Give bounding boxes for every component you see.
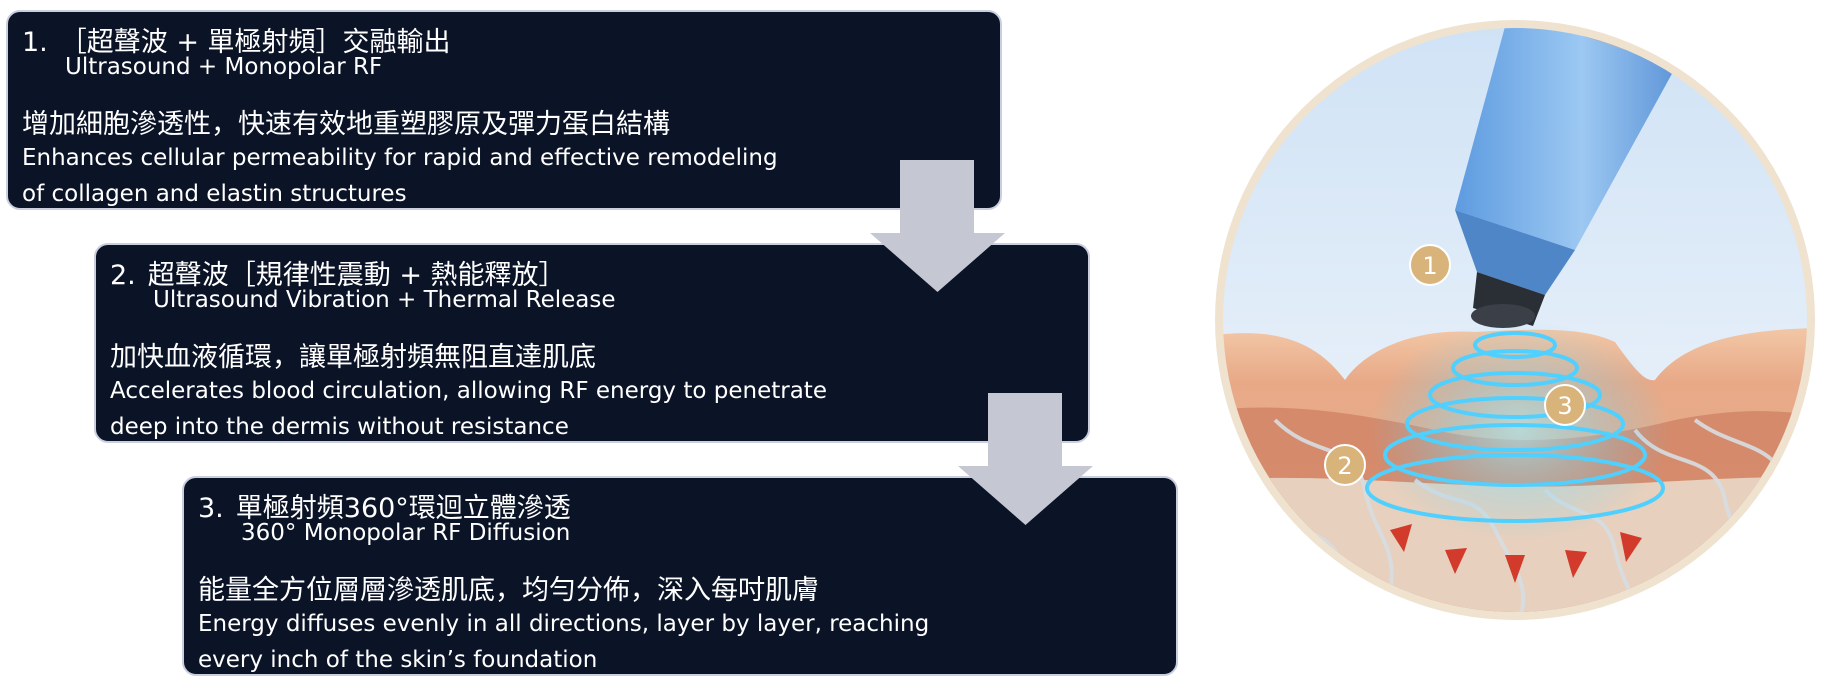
step-2-desc-en: Accelerates blood circulation, allowing … (110, 373, 970, 445)
step-2-desc-en-line1: Accelerates blood circulation, allowing … (110, 378, 827, 404)
down-arrow-icon (870, 160, 1005, 292)
step-1-number: 1. (22, 27, 48, 58)
marker-1: 1 (1409, 244, 1451, 286)
energy-arrows (1390, 524, 1642, 583)
step-1-desc-en-line1: Enhances cellular permeability for rapid… (22, 145, 778, 171)
step-2-desc-en-line2: deep into the dermis without resistance (110, 414, 569, 440)
marker-2: 2 (1324, 444, 1366, 486)
step-1-desc-en-line2: of collagen and elastin structures (22, 181, 407, 207)
svg-text:2: 2 (1337, 452, 1352, 480)
step-1-box: 1. ［超聲波 + 單極射頻］交融輸出 Ultrasound + Monopola… (6, 10, 1002, 210)
step-1-desc-en: Enhances cellular permeability for rapid… (22, 140, 882, 212)
step-2-title-zh: 超聲波［規律性震動 + 熱能釋放］ (147, 260, 566, 291)
step-1-desc-zh: 增加細胞滲透性，快速有效地重塑膠原及彈力蛋白結構 (22, 109, 670, 140)
step-3-number: 3. (198, 493, 224, 524)
energy-rings (1365, 331, 1665, 523)
step-2-box: 2. 超聲波［規律性震動 + 熱能釋放］ Ultrasound Vibration… (94, 243, 1090, 443)
step-3-title-zh: 單極射頻360°環迴立體滲透 (235, 493, 571, 524)
step-3-title-en: 360° Monopolar RF Diffusion (241, 520, 571, 546)
step-3-title: 3. 單極射頻360°環迴立體滲透 (198, 486, 571, 525)
skin-treatment-illustration: 1 2 3 (1215, 20, 1815, 620)
step-2-number: 2. (110, 260, 136, 291)
svg-text:3: 3 (1557, 392, 1572, 420)
step-2-title: 2. 超聲波［規律性震動 + 熱能釋放］ (110, 253, 566, 292)
step-2-desc-zh: 加快血液循環，讓單極射頻無阻直達肌底 (110, 342, 596, 373)
step-1-title-zh: ［超聲波 + 單極射頻］交融輸出 (59, 27, 451, 58)
step-2-title-en: Ultrasound Vibration + Thermal Release (153, 287, 616, 313)
step-1-title: 1. ［超聲波 + 單極射頻］交融輸出 (22, 20, 451, 59)
svg-text:1: 1 (1422, 252, 1437, 280)
step-3-desc-en: Energy diffuses evenly in all directions… (198, 606, 1058, 678)
step-3-desc-en-line2: every inch of the skin’s foundation (198, 647, 598, 673)
step-3-desc-zh: 能量全方位層層滲透肌底，均勻分佈，深入每吋肌膚 (198, 575, 819, 606)
down-arrow-icon (958, 393, 1093, 525)
step-3-desc-en-line1: Energy diffuses evenly in all directions… (198, 611, 930, 637)
step-1-title-en: Ultrasound + Monopolar RF (65, 54, 383, 80)
marker-3: 3 (1544, 384, 1586, 426)
